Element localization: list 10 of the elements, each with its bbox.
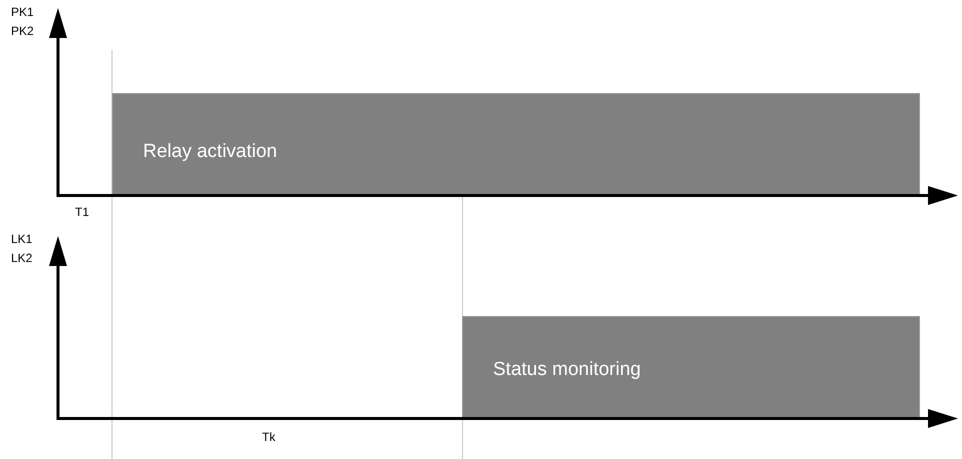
bar-label: Relay activation: [143, 141, 278, 163]
timing-bar: [462, 316, 920, 418]
axis-label: LK2: [11, 251, 32, 265]
timing-bar: [112, 93, 920, 195]
axis-label: PK2: [11, 24, 34, 38]
bar-label: Status monitoring: [493, 359, 641, 381]
time-label: T1: [75, 205, 90, 219]
axis-label: LK1: [11, 232, 32, 246]
axis-label: PK1: [11, 5, 34, 19]
time-label: Tk: [262, 430, 276, 444]
